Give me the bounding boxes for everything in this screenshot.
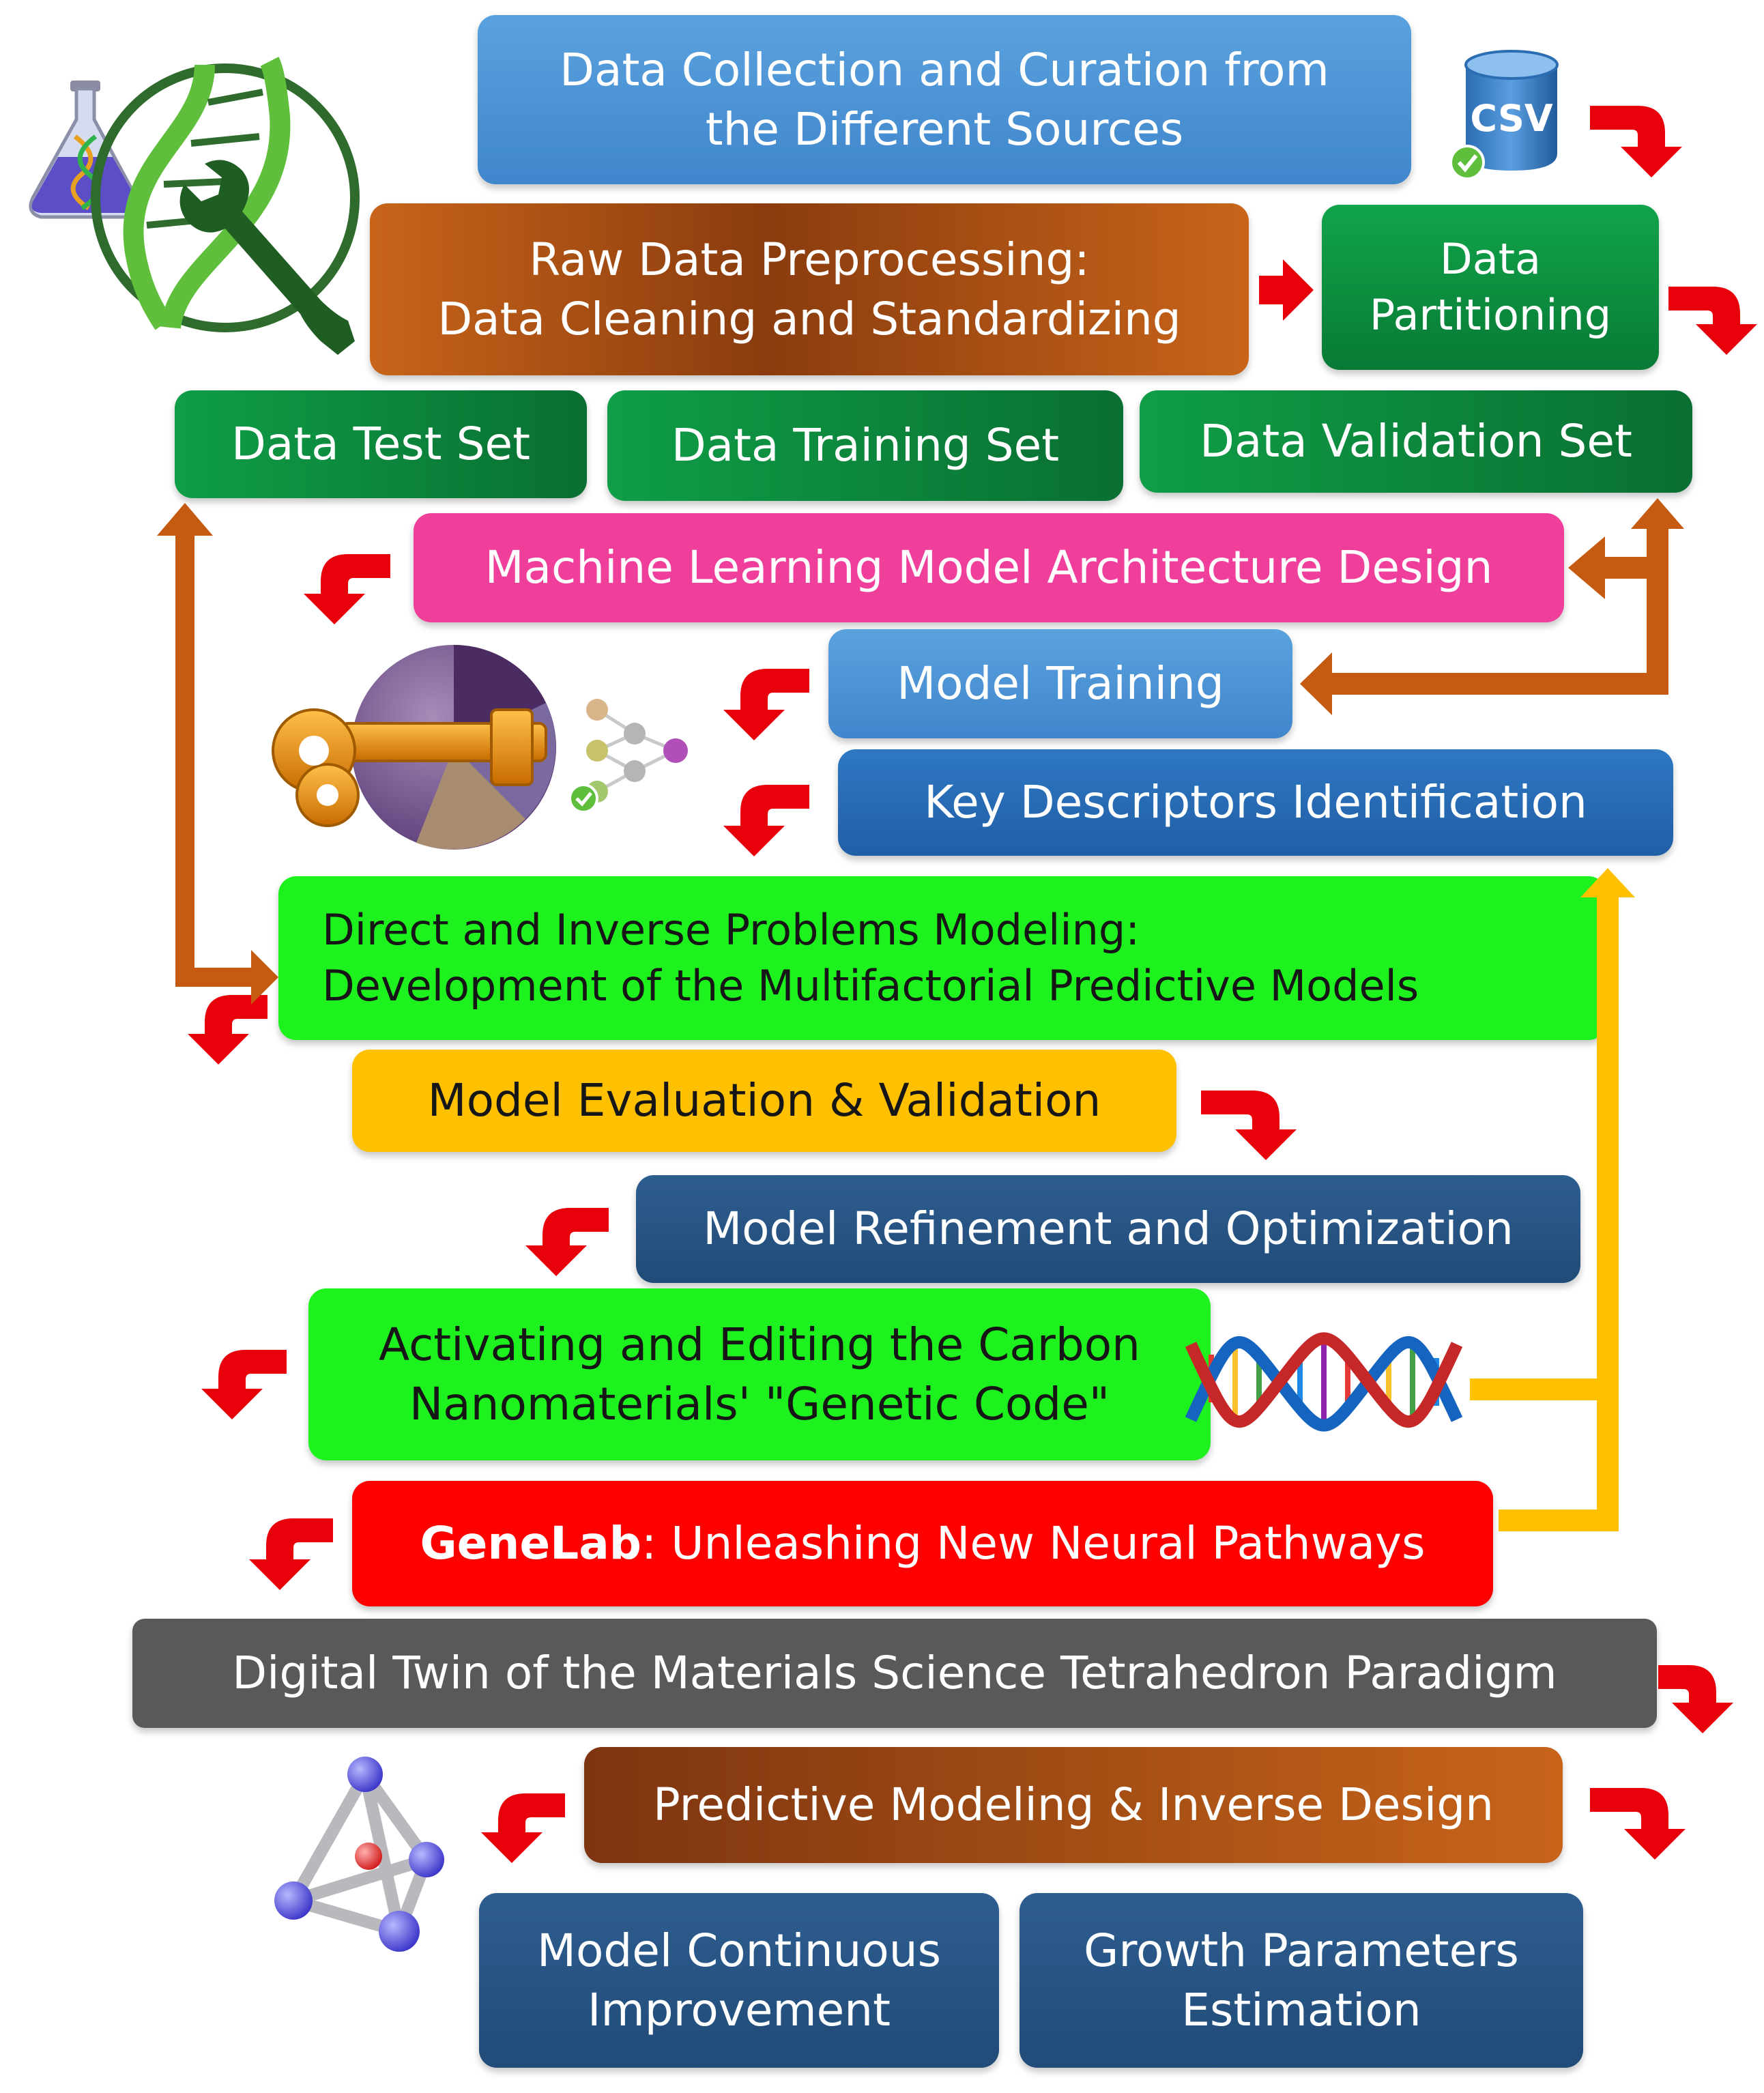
red-arrow-left-6 (201, 1350, 287, 1419)
genelab-name: GeneLab (420, 1517, 642, 1570)
red-arrow-left-5 (525, 1208, 609, 1276)
test-set-label: Data Test Set (231, 418, 530, 471)
data-collection-line-1: Data Collection and Curation from (560, 43, 1329, 96)
growth-parameters-box: Growth Parameters Estimation (1020, 1893, 1583, 2068)
red-arrow-right-1 (1590, 106, 1682, 177)
flask-dna-icon (29, 81, 141, 219)
red-arrow-left-2 (723, 669, 809, 740)
architecture-box: Machine Learning Model Architecture Desi… (414, 513, 1564, 622)
model-training-label: Model Training (897, 657, 1224, 710)
key-descriptors-box: Key Descriptors Identification (838, 749, 1673, 856)
red-arrow-right-4 (1658, 1665, 1733, 1733)
test-set-box: Data Test Set (175, 390, 587, 498)
partitioning-line-2: Partitioning (1369, 290, 1612, 340)
genetic-code-box: Activating and Editing the Carbon Nanoma… (308, 1288, 1211, 1460)
predictive-box: Predictive Modeling & Inverse Design (584, 1747, 1563, 1863)
architecture-label: Machine Learning Model Architecture Desi… (485, 541, 1493, 594)
direct-inverse-box: Direct and Inverse Problems Modeling: De… (278, 876, 1606, 1040)
genetic-code-line-2: Nanomaterials' "Genetic Code" (409, 1378, 1110, 1430)
partitioning-line-1: Data (1439, 234, 1542, 285)
key-descriptors-label: Key Descriptors Identification (924, 776, 1587, 829)
digital-twin-label: Digital Twin of the Materials Science Te… (232, 1647, 1557, 1700)
pie-key-icon (272, 645, 556, 850)
training-set-box: Data Training Set (607, 390, 1123, 501)
continuous-line-2: Improvement (588, 1984, 891, 2036)
evaluation-box: Model Evaluation & Validation (352, 1050, 1176, 1152)
red-arrow-left-3 (723, 785, 809, 856)
red-arrow-left-4 (188, 995, 268, 1065)
genetic-code-line-1: Activating and Editing the Carbon (379, 1318, 1140, 1371)
preprocessing-box: Raw Data Preprocessing: Data Cleaning an… (370, 203, 1249, 375)
direct-inverse-line-2: Development of the Multifactorial Predic… (322, 961, 1419, 1011)
continuous-line-1: Model Continuous (537, 1924, 941, 1977)
data-collection-line-2: the Different Sources (705, 103, 1184, 156)
red-arrow-left-1 (304, 554, 390, 624)
dna-helix-icon (1185, 1332, 1463, 1432)
red-arrow-right-5 (1590, 1788, 1686, 1860)
red-arrow-right-2 (1668, 287, 1757, 355)
genelab-rest: : Unleashing New Neural Pathways (641, 1517, 1426, 1570)
red-arrow-left-8 (481, 1793, 565, 1863)
dna-wrench-icon (91, 57, 360, 355)
genelab-box: GeneLab: Unleashing New Neural Pathways (352, 1481, 1493, 1606)
check-icon (1449, 145, 1485, 180)
orange-connector-validation-set (1300, 498, 1684, 715)
red-arrow-right-3 (1201, 1091, 1297, 1160)
orange-connector-test-set (157, 503, 278, 1005)
amber-connector-feedback (1470, 868, 1635, 1531)
validation-set-box: Data Validation Set (1140, 390, 1692, 493)
growth-line-1: Growth Parameters (1084, 1924, 1519, 1977)
neural-network-icon (568, 699, 688, 813)
red-arrow-left-7 (249, 1518, 333, 1590)
model-training-box: Model Training (828, 629, 1292, 738)
preprocessing-line-1: Raw Data Preprocessing: (529, 233, 1090, 286)
database-csv-icon: CSV (1464, 50, 1559, 171)
direct-inverse-line-1: Direct and Inverse Problems Modeling: (322, 905, 1140, 955)
preprocessing-line-2: Data Cleaning and Standardizing (437, 293, 1181, 345)
evaluation-label: Model Evaluation & Validation (427, 1074, 1101, 1127)
red-arrow-to-partitioning (1259, 259, 1314, 321)
csv-label: CSV (1470, 97, 1553, 140)
genelab-label: GeneLab: Unleashing New Neural Pathways (420, 1514, 1425, 1573)
digital-twin-box: Digital Twin of the Materials Science Te… (132, 1619, 1657, 1728)
training-set-label: Data Training Set (671, 419, 1060, 472)
data-collection-box: Data Collection and Curation from the Di… (478, 15, 1411, 184)
growth-line-2: Estimation (1181, 1984, 1421, 2036)
refinement-box: Model Refinement and Optimization (636, 1175, 1580, 1283)
refinement-label: Model Refinement and Optimization (703, 1202, 1514, 1256)
continuous-improvement-box: Model Continuous Improvement (479, 1893, 999, 2068)
predictive-label: Predictive Modeling & Inverse Design (653, 1778, 1494, 1832)
tetrahedron-icon (274, 1757, 444, 1952)
validation-set-label: Data Validation Set (1200, 415, 1632, 468)
partitioning-box: Data Partitioning (1322, 205, 1659, 370)
